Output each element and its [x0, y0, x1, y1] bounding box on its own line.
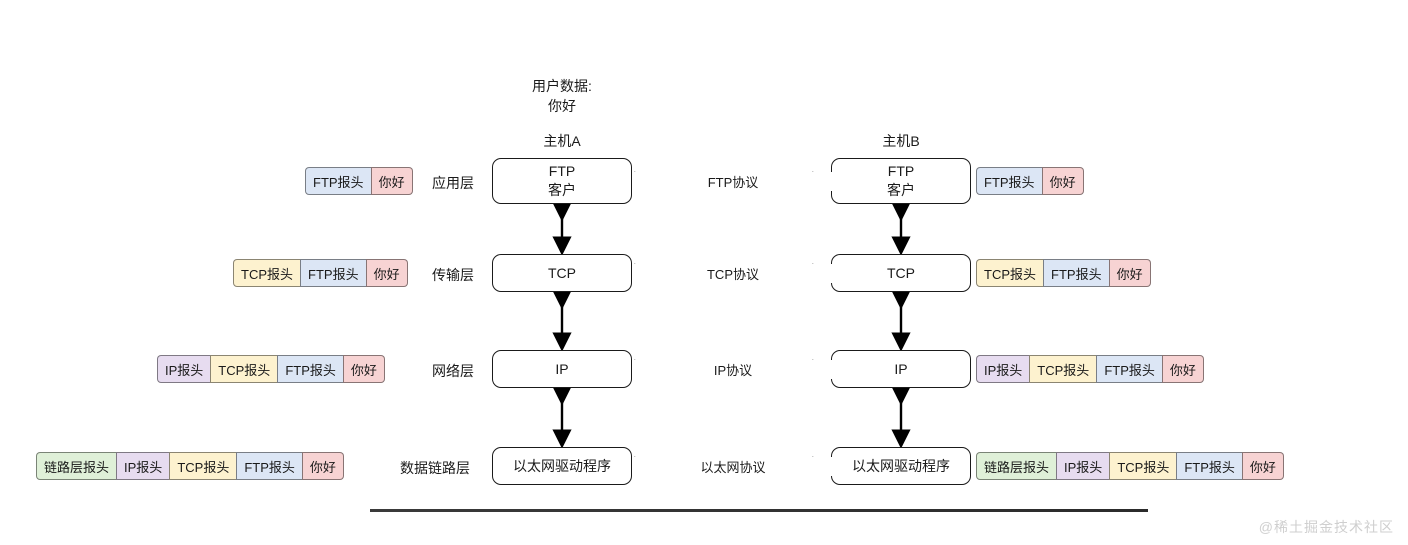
vertical-arrow-a-transport-network	[552, 290, 572, 352]
packet-segment-user-data: 你好	[370, 167, 413, 195]
box-line1: FTP	[548, 163, 576, 179]
packet-left-network: IP报头 TCP报头 FTP报头 你好	[157, 355, 385, 383]
packet-right-network: IP报头 TCP报头 FTP报头 你好	[976, 355, 1204, 383]
packet-segment-ip-header: IP报头	[157, 355, 212, 383]
packet-right-application: FTP报头 你好	[976, 167, 1084, 195]
user-data-caption: 用户数据: 你好	[492, 76, 632, 116]
layer-label-transport: 传输层	[432, 267, 474, 283]
packet-segment-ftp-header: FTP报头	[300, 259, 367, 287]
packet-segment-user-data: 你好	[1108, 259, 1151, 287]
host-b-box-network[interactable]: IP	[831, 350, 971, 388]
layer-label-network: 网络层	[432, 363, 474, 379]
packet-segment-tcp-header: TCP报头	[1029, 355, 1098, 383]
packet-segment-tcp-header: TCP报头	[1109, 452, 1178, 480]
packet-segment-ftp-header: FTP报头	[236, 452, 303, 480]
box-line2: 客户	[548, 182, 576, 198]
vertical-arrow-b-network-link	[891, 386, 911, 449]
protocol-label-datalink: 以太网协议	[634, 456, 832, 476]
packet-segment-tcp-header: TCP报头	[976, 259, 1045, 287]
packet-segment-ftp-header: FTP报头	[1043, 259, 1110, 287]
protocol-label-application: FTP协议	[634, 171, 832, 191]
box-line1: 以太网驱动程序	[513, 457, 611, 474]
protocol-label-transport: TCP协议	[634, 263, 832, 283]
packet-right-transport: TCP报头 FTP报头 你好	[976, 259, 1151, 287]
packet-segment-ip-header: IP报头	[976, 355, 1031, 383]
user-data-value: 你好	[548, 98, 576, 114]
protocol-arrow-network: IP协议	[634, 358, 832, 380]
protocol-arrow-transport: TCP协议	[634, 262, 832, 284]
packet-segment-ftp-header: FTP报头	[277, 355, 344, 383]
box-line1: TCP	[548, 264, 576, 281]
packet-segment-tcp-header: TCP报头	[233, 259, 302, 287]
vertical-arrow-a-app-transport	[552, 202, 572, 256]
packet-left-application: FTP报头 你好	[305, 167, 413, 195]
box-line1: IP	[894, 360, 908, 377]
host-a-box-application[interactable]: FTP 客户	[492, 158, 632, 204]
host-b-box-application[interactable]: FTP 客户	[831, 158, 971, 204]
packet-segment-ip-header: IP报头	[1056, 452, 1111, 480]
packet-segment-ftp-header: FTP报头	[1096, 355, 1163, 383]
layer-label-datalink: 数据链路层	[400, 460, 470, 476]
packet-segment-link-header: 链路层报头	[36, 452, 118, 480]
packet-segment-ftp-header: FTP报头	[1176, 452, 1243, 480]
host-b-title: 主机B	[882, 133, 920, 149]
host-b-box-transport[interactable]: TCP	[831, 254, 971, 292]
host-a-title: 主机A	[543, 133, 581, 149]
watermark: @稀土掘金技术社区	[1258, 519, 1394, 535]
packet-segment-link-header: 链路层报头	[976, 452, 1058, 480]
host-b-box-datalink[interactable]: 以太网驱动程序	[831, 447, 971, 485]
packet-segment-ip-header: IP报头	[116, 452, 171, 480]
vertical-arrow-b-app-transport	[891, 202, 911, 256]
packet-left-datalink: 链路层报头 IP报头 TCP报头 FTP报头 你好	[36, 452, 344, 480]
box-line1: 以太网驱动程序	[852, 457, 950, 474]
packet-segment-user-data: 你好	[365, 259, 408, 287]
packet-right-datalink: 链路层报头 IP报头 TCP报头 FTP报头 你好	[976, 452, 1284, 480]
box-line1: IP	[555, 360, 569, 377]
box-line1: FTP	[887, 163, 915, 179]
box-line1: TCP	[887, 264, 915, 281]
vertical-arrow-b-transport-network	[891, 290, 911, 352]
packet-left-transport: TCP报头 FTP报头 你好	[233, 259, 408, 287]
packet-segment-user-data: 你好	[301, 452, 344, 480]
packet-segment-user-data: 你好	[1041, 167, 1084, 195]
host-a-box-datalink[interactable]: 以太网驱动程序	[492, 447, 632, 485]
packet-segment-ftp-header: FTP报头	[305, 167, 372, 195]
protocol-label-network: IP协议	[634, 359, 832, 379]
host-a-box-network[interactable]: IP	[492, 350, 632, 388]
protocol-arrow-datalink: 以太网协议	[634, 455, 832, 477]
user-data-label: 用户数据:	[532, 78, 592, 94]
vertical-arrow-a-network-link	[552, 386, 572, 449]
packet-segment-user-data: 你好	[1241, 452, 1284, 480]
packet-segment-tcp-header: TCP报头	[210, 355, 279, 383]
packet-segment-user-data: 你好	[342, 355, 385, 383]
packet-segment-tcp-header: TCP报头	[169, 452, 238, 480]
host-a-box-transport[interactable]: TCP	[492, 254, 632, 292]
layer-label-application: 应用层	[432, 175, 474, 191]
protocol-arrow-application: FTP协议	[634, 170, 832, 192]
box-line2: 客户	[887, 182, 915, 198]
packet-segment-user-data: 你好	[1161, 355, 1204, 383]
packet-segment-ftp-header: FTP报头	[976, 167, 1043, 195]
physical-medium-line	[370, 509, 1148, 512]
